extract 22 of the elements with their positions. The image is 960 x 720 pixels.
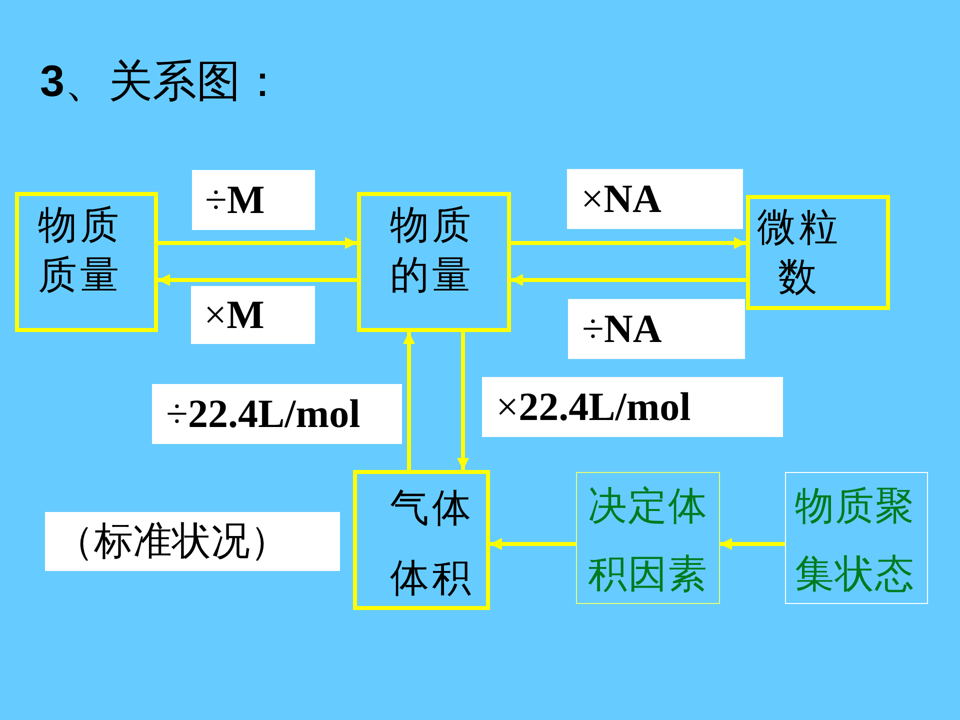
note-box: （标准状况） — [45, 512, 340, 571]
arrow — [720, 538, 785, 550]
arrow — [511, 237, 746, 249]
concept-box: 决定体积因素 — [576, 472, 720, 604]
arrow — [403, 332, 415, 470]
arrow — [158, 274, 357, 286]
title: 3、关系图： — [40, 56, 284, 108]
edge-label: ×NA — [567, 169, 743, 229]
concept-box: 微粒数 — [746, 195, 890, 310]
edge-label: ÷NA — [568, 299, 745, 359]
concept-box: 物质聚集状态 — [785, 472, 928, 604]
concept-box: 气体体积 — [353, 470, 490, 610]
edge-label: ÷M — [192, 170, 315, 230]
arrow — [158, 237, 357, 249]
edge-label: ×M — [191, 286, 315, 344]
concept-box: 物质质量 — [15, 192, 158, 332]
arrow — [511, 274, 746, 286]
arrow — [457, 332, 469, 470]
edge-label: ÷22.4L/mol — [152, 384, 402, 444]
edge-label: ×22.4L/mol — [482, 377, 783, 437]
arrow — [490, 538, 576, 550]
concept-box: 物质的量 — [357, 192, 511, 332]
